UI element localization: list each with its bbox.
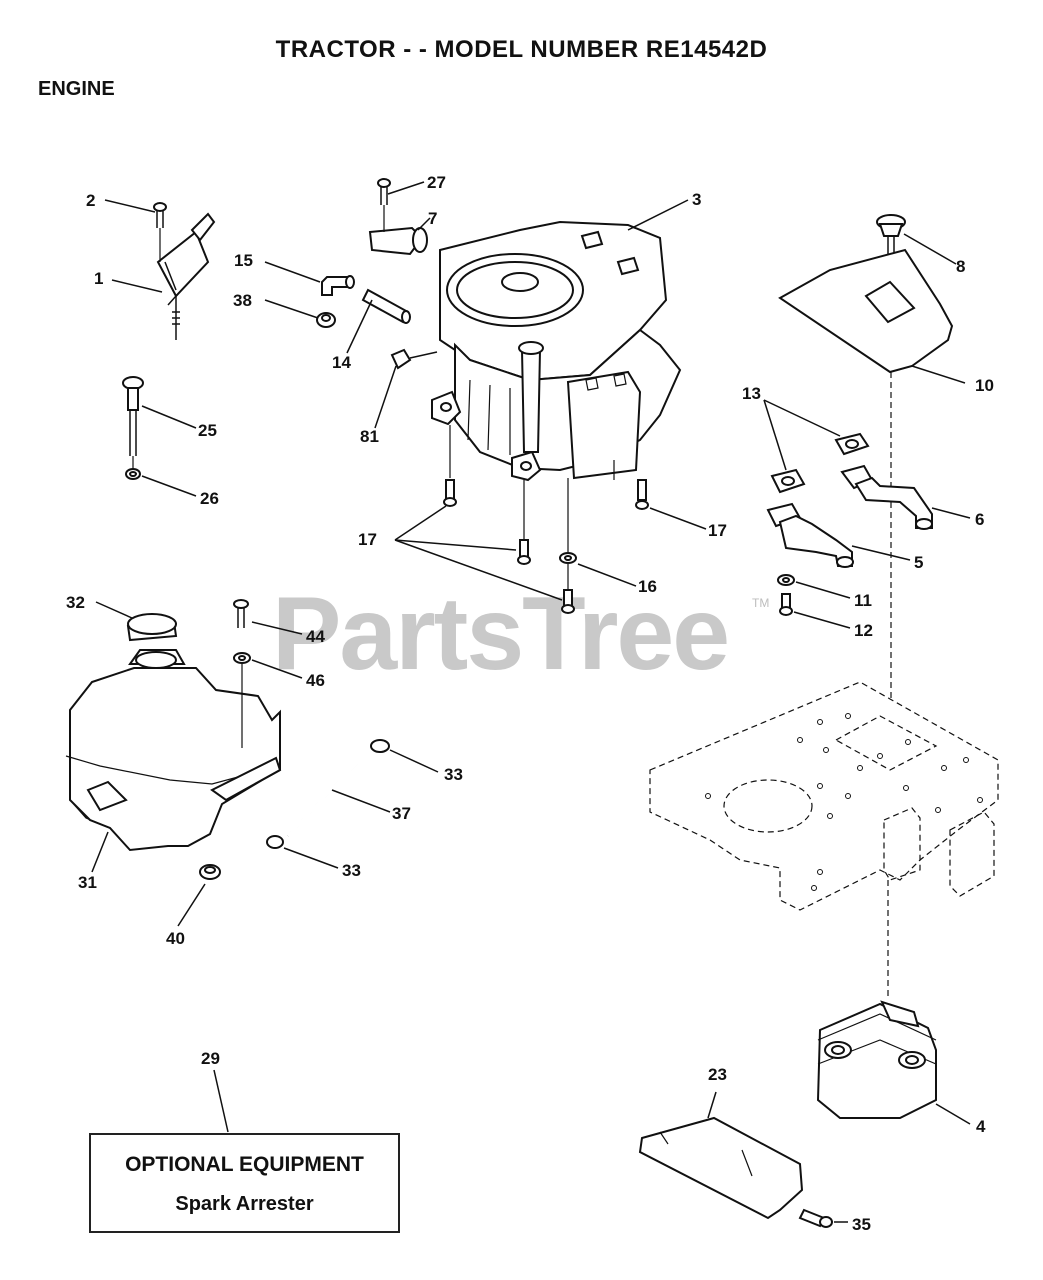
label-27: 27 [427,173,446,192]
label-17-right: 17 [708,521,727,540]
label-8: 8 [956,257,965,276]
label-1: 1 [94,269,103,288]
exhaust-pipe-5-part [766,502,854,568]
clamp-33-upper-part [370,739,390,753]
clamp-33-lower-part [266,835,284,849]
screw-44-part [233,599,249,628]
label-3: 3 [692,190,701,209]
elbow-fitting-15-part [321,275,355,296]
nut-38-part [316,312,336,328]
screw-2-part [153,202,167,262]
heat-shield-23-part [638,1116,804,1220]
label-32: 32 [66,593,85,612]
heat-shield-10-part [778,248,954,700]
label-46: 46 [306,671,325,690]
gasket-13-right-part [834,432,870,456]
grommet-40-part [199,864,221,880]
fuel-cap-32-part [126,613,178,642]
washer-16-part [559,552,577,590]
chassis-frame-outline [649,681,999,1000]
label-15: 15 [234,251,253,270]
label-37: 37 [392,804,411,823]
clamp-7-part [368,226,428,256]
bolt-17-right-part [635,479,649,510]
screw-27-part [377,178,391,232]
bolt-25-part [122,376,144,470]
label-16: 16 [638,577,657,596]
bolt-35-part [798,1208,833,1228]
optional-equipment-heading: OPTIONAL EQUIPMENT [125,1153,364,1176]
fitting-81-part [390,348,438,370]
label-13: 13 [742,384,761,403]
label-2: 2 [86,191,95,210]
label-31: 31 [78,873,97,892]
section-heading: ENGINE [38,78,115,100]
washer-11-part [777,574,795,586]
label-6: 6 [975,510,984,529]
label-17-left: 17 [358,530,377,549]
label-33-upper: 33 [444,765,463,784]
bolt-17-lower-part [561,589,575,614]
label-5: 5 [914,553,923,572]
page-title: TRACTOR - - MODEL NUMBER RE14542D [275,36,768,63]
watermark: PartsTree [272,576,730,692]
label-33-lower: 33 [342,861,361,880]
label-14: 14 [332,353,351,372]
hose-14-part [361,288,411,324]
gasket-13-left-part [770,468,806,494]
label-26: 26 [200,489,219,508]
label-29: 29 [201,1049,220,1068]
fuel-tank-31-part [65,649,282,852]
label-35: 35 [852,1215,871,1234]
watermark-trademark: TM [752,596,770,610]
engine-3-part [431,220,682,552]
fuel-line-37-part [286,746,374,838]
exhaust-pipe-6-part [840,464,933,530]
throttle-control-part [156,212,216,340]
label-12: 12 [854,621,873,640]
muffler-4-part [816,1000,937,1119]
optional-equipment-item: Spark Arrester [175,1193,314,1215]
leader-lines [91,181,971,1223]
label-4: 4 [976,1117,986,1136]
bolt-17-center-part [517,539,531,565]
label-44: 44 [306,627,325,646]
label-40: 40 [166,929,185,948]
label-38: 38 [233,291,252,310]
label-10: 10 [975,376,994,395]
bolt-17-left-part [443,479,457,507]
label-11: 11 [854,591,872,610]
label-7: 7 [428,209,437,228]
bolt-12-part [779,593,793,616]
washer-46-part [233,652,251,748]
part-labels: 2 1 15 38 14 81 27 7 3 8 10 13 6 5 11 12… [66,173,994,1234]
nut-26-part [125,468,141,480]
label-81: 81 [360,427,379,446]
label-25: 25 [198,421,217,440]
optional-equipment-box: OPTIONAL EQUIPMENT Spark Arrester [89,1133,400,1233]
label-23: 23 [708,1065,727,1084]
